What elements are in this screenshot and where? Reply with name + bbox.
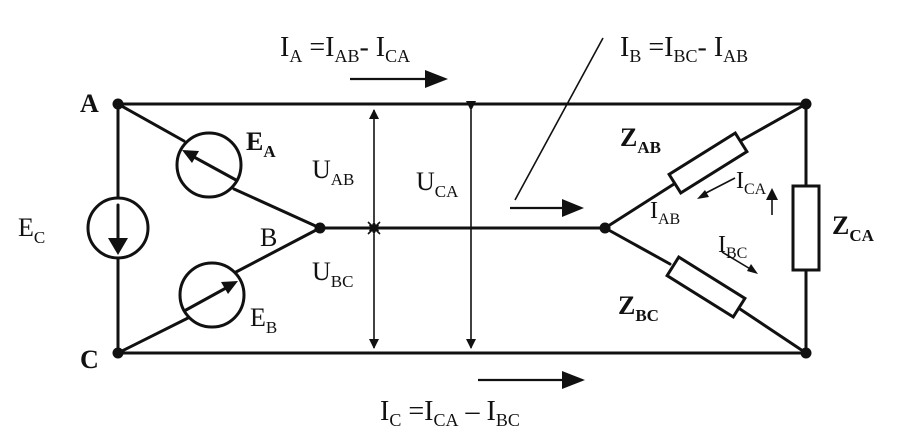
current-label-ibc: IBC — [718, 232, 747, 262]
impedance-label-zca: ZCA — [832, 211, 875, 245]
current-label-iab: IAB — [650, 198, 680, 228]
equation-ic: IC =ICA – IBC — [380, 396, 520, 430]
iab-arrow — [701, 177, 736, 196]
impedance-zbc-resistor — [665, 254, 747, 320]
zbc-branch-1 — [603, 226, 672, 266]
load-bottom-dot — [800, 347, 812, 359]
load-middle-dot — [599, 222, 611, 234]
ea-branch-1 — [116, 102, 186, 143]
impedance-zca-resistor — [791, 184, 821, 272]
zab-branch-2 — [603, 182, 676, 230]
source-ea-icon — [175, 131, 243, 199]
node-c-dot — [112, 347, 124, 359]
branch-current-arrows — [697, 177, 778, 274]
source-label-eb: EB — [250, 303, 277, 337]
source-label-ec: EC — [18, 213, 45, 247]
voltage-label-uca: UCA — [416, 167, 459, 201]
load-top-dot — [800, 98, 812, 110]
ibc-arrow — [721, 251, 753, 271]
source-label-ea: EA — [246, 127, 276, 161]
eb-branch-2 — [116, 316, 190, 355]
ea-branch-2 — [232, 187, 322, 230]
voltage-label-ubc: UBC — [312, 257, 353, 291]
voltage-label-uab: UAB — [312, 155, 354, 189]
current-label-ica: ICA — [736, 168, 767, 198]
circuit-wires — [116, 102, 808, 355]
impedance-zab-resistor — [667, 130, 749, 196]
eb-branch-1 — [234, 226, 322, 274]
zbc-branch-2 — [738, 307, 808, 355]
zab-branch-1 — [740, 102, 808, 142]
impedance-label-zbc: ZBC — [618, 291, 659, 325]
voltage-arrows — [367, 101, 476, 349]
equation-ia: IA =IAB- ICA — [280, 32, 410, 66]
node-label-a: A — [80, 89, 99, 118]
source-eb-icon — [178, 261, 246, 329]
node-label-b: B — [260, 223, 277, 252]
node-label-c: C — [80, 345, 99, 374]
node-b-dot — [314, 222, 326, 234]
ib-leader-line — [514, 37, 604, 201]
source-ec-icon — [86, 196, 150, 260]
circuit-nodes — [112, 98, 812, 359]
node-a-dot — [112, 98, 124, 110]
current-arrows — [350, 37, 604, 389]
impedance-label-zab: ZAB — [620, 123, 661, 157]
equation-ib: IB =IBC- IAB — [620, 32, 748, 66]
